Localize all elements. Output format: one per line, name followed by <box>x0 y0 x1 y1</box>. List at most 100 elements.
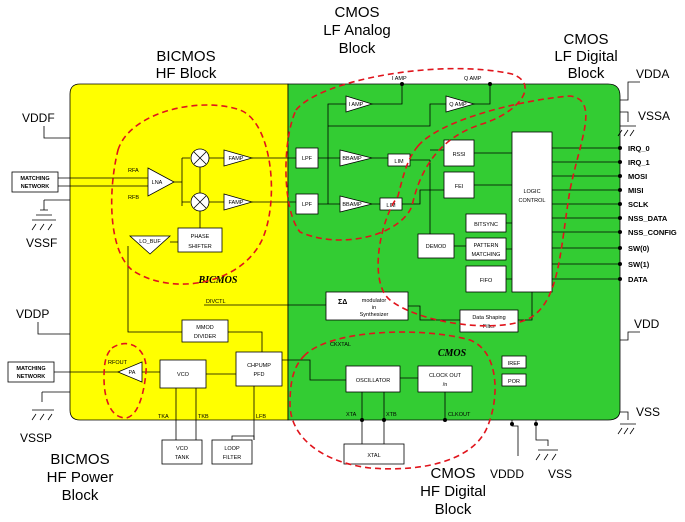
signal-pin-label: MOSI <box>628 172 647 181</box>
pin-vss-bottom: VSS <box>548 467 572 481</box>
svg-text:Block: Block <box>435 501 472 518</box>
svg-text:modulator: modulator <box>362 298 387 304</box>
title-bicmos-hf: BICMOS HF Block <box>156 48 217 82</box>
outline-cmos-lf-digital <box>377 95 587 327</box>
bbamp-2: BBAMP <box>339 195 373 213</box>
mixer-i <box>190 148 210 168</box>
pin-vddd: VDDD <box>490 467 524 481</box>
svg-text:Block: Block <box>339 40 376 57</box>
vss-dot <box>534 422 538 426</box>
pin-vssa: VSSA <box>638 109 670 123</box>
pin-vdd: VDD <box>634 317 660 331</box>
svg-text:Data Shaping: Data Shaping <box>472 315 505 321</box>
outline-cmos-hf-digital <box>289 331 496 470</box>
lna-block: LNA <box>147 167 175 197</box>
por-block: POR <box>501 373 527 387</box>
svg-text:VCO: VCO <box>176 446 189 452</box>
signal-pin-dot <box>618 277 622 281</box>
clkout-dot <box>443 418 447 422</box>
svg-text:Block: Block <box>62 487 99 504</box>
phase-shifter: PHASE SHIFTER <box>177 227 223 253</box>
iref-block: IREF <box>501 355 527 369</box>
svg-text:DIVIDER: DIVIDER <box>194 334 216 340</box>
svg-text:LOOP: LOOP <box>224 446 240 452</box>
matching-network-bottom: MATCHING NETWORK <box>7 361 55 383</box>
svg-text:FEI: FEI <box>455 184 464 190</box>
net-lfb: LFB <box>256 414 266 420</box>
data-shaping-filter: Data Shaping Filter <box>459 309 519 333</box>
shaping-to-logic-wire <box>518 292 533 321</box>
svg-text:CMOS: CMOS <box>564 31 609 48</box>
signal-pin-dot <box>618 216 622 220</box>
net-clkout: CLKOUT <box>448 412 471 418</box>
mixer-q <box>190 192 210 212</box>
inner-label-cmos: CMOS <box>438 348 467 359</box>
lpf-2: LPF <box>295 193 319 215</box>
pin-vssp: VSSP <box>20 431 52 445</box>
bbamp-out-wires <box>372 157 388 205</box>
net-rfb: RFB <box>128 195 139 201</box>
svg-text:IREF: IREF <box>508 361 521 367</box>
tank-filter-wires <box>175 386 255 440</box>
demod-block: DEMOD <box>417 233 455 259</box>
mmod-divider: MMOD DIVIDER <box>181 319 229 343</box>
vdda-wire <box>620 81 640 101</box>
svg-text:LNA: LNA <box>152 180 163 186</box>
signal-pin-dot <box>618 202 622 206</box>
svg-text:OSCILLATOR: OSCILLATOR <box>356 378 390 384</box>
svg-text:/n: /n <box>443 382 448 388</box>
vddd-dot <box>510 422 514 426</box>
svg-text:HF Power: HF Power <box>47 469 114 486</box>
inner-label-bicmos: BICMOS <box>198 275 238 286</box>
sigma-delta-modulator: ΣΔ modulator in Synthesizer <box>325 291 409 321</box>
svg-text:BBAMP: BBAMP <box>342 202 362 208</box>
net-tkb: TKB <box>198 414 209 420</box>
svg-text:LOGIC: LOGIC <box>523 189 540 195</box>
fifo-block: FIFO <box>465 265 507 293</box>
net-xta: XTA <box>346 412 357 418</box>
qamp-wires <box>328 84 491 127</box>
signal-pin-dot <box>618 188 622 192</box>
pattern-matching-block: PATTERN MATCHING <box>465 237 507 261</box>
vdd-wire <box>620 331 640 341</box>
mmod-to-pfd-wire <box>228 331 263 352</box>
pin-vddf: VDDF <box>22 111 55 125</box>
signal-pin-label: IRQ_0 <box>628 144 650 153</box>
pin-vssf: VSSF <box>26 236 57 250</box>
net-xtb: XTB <box>386 412 397 418</box>
svg-text:NETWORK: NETWORK <box>21 184 49 190</box>
vddp-wire <box>37 322 70 335</box>
title-bicmos-hf-power: BICMOS HF Power Block <box>47 451 114 504</box>
digital-to-logic-wires <box>474 152 512 280</box>
svg-text:LPF: LPF <box>302 202 313 208</box>
svg-text:NETWORK: NETWORK <box>17 374 45 380</box>
lna-to-mixers-wire <box>174 157 190 206</box>
ground-symbol-vss-right <box>617 411 636 435</box>
logic-control: LOGIC CONTROL <box>511 131 553 293</box>
net-divctl: DIVCTL <box>206 299 226 305</box>
loop-filter-wire <box>231 435 255 440</box>
ground-symbol-vssa <box>617 111 636 137</box>
ground-symbol-vssf <box>31 200 56 231</box>
qamp-pin-dot <box>488 82 492 86</box>
svg-text:MMOD: MMOD <box>196 325 213 331</box>
signal-pin-label: SW(0) <box>628 244 650 253</box>
signal-pin-dot <box>618 174 622 178</box>
lim-2: LIM <box>379 197 403 211</box>
signal-pin-list: IRQ_0IRQ_1MOSIMISISCLKNSS_DATANSS_CONFIG… <box>552 144 677 284</box>
signal-pin-label: SW(1) <box>628 260 650 269</box>
svg-text:CMOS: CMOS <box>335 4 380 21</box>
bbamp-1: BBAMP <box>339 149 373 167</box>
vco-block: VCO <box>159 359 207 389</box>
svg-text:DEMOD: DEMOD <box>426 244 447 250</box>
loop-filter: LOOP FILTER <box>211 439 253 465</box>
svg-text:SHIFTER: SHIFTER <box>188 244 212 250</box>
iamp-block: I AMP <box>345 95 374 113</box>
signal-pin-label: NSS_DATA <box>628 214 668 223</box>
svg-text:Block: Block <box>568 65 605 82</box>
iamp-out-wire <box>372 84 403 105</box>
svg-text:CONTROL: CONTROL <box>519 198 546 204</box>
fei-block: FEI <box>443 171 475 199</box>
svg-text:LPF: LPF <box>302 156 313 162</box>
